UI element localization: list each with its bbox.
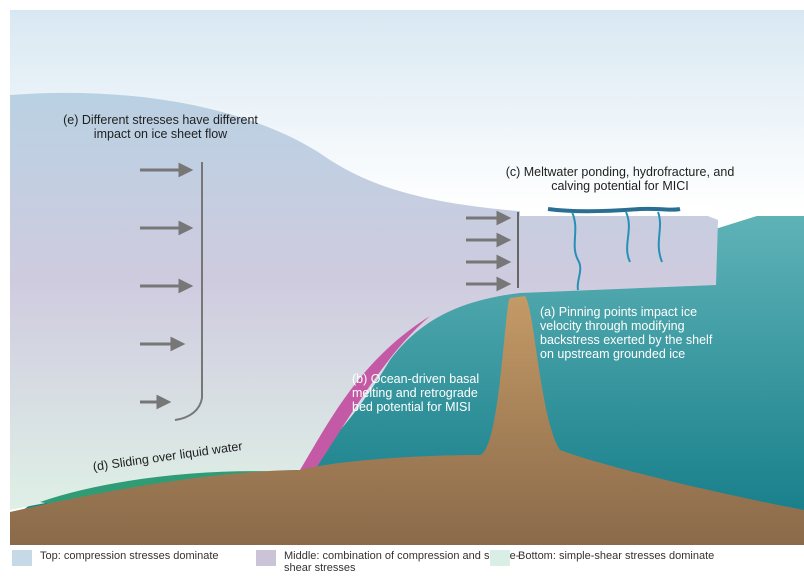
legend-text-top: Top: compression stresses dominate <box>40 550 219 562</box>
meltwater-pond <box>547 206 681 214</box>
hydrofracture-2 <box>625 211 631 263</box>
label-c: (c) Meltwater ponding, hydrofracture, an… <box>505 165 735 193</box>
label-a: (a) Pinning points impact ice velocity t… <box>540 305 713 361</box>
legend-text-bottom: Bottom: simple-shear stresses dominate <box>518 550 715 562</box>
legend-text-middle: Middle: combination of compression and s… <box>284 550 520 574</box>
basal-melt-zone <box>300 316 430 470</box>
compression-arrows-left <box>140 162 194 410</box>
legend-swatch-bottom <box>490 550 510 566</box>
compression-arrows-shelf <box>466 210 512 292</box>
legend: Top: compression stresses dominate Middl… <box>0 550 804 581</box>
bedrock <box>10 296 804 545</box>
hydrofracture-1 <box>571 211 582 291</box>
label-e: (e) Different stresses have different im… <box>63 113 258 141</box>
legend-swatch-middle <box>256 550 276 566</box>
label-b: (b) Ocean-driven basal melting and retro… <box>352 372 480 414</box>
velocity-profile-curve <box>174 162 203 421</box>
hydrofracture-3 <box>657 211 663 263</box>
ice-sheet <box>10 92 718 510</box>
ice-sheet-diagram <box>10 10 804 545</box>
legend-item-bottom: Bottom: simple-shear stresses dominate <box>490 550 758 566</box>
legend-item-middle: Middle: combination of compression and s… <box>256 550 524 574</box>
legend-swatch-top <box>12 550 32 566</box>
legend-item-top: Top: compression stresses dominate <box>12 550 280 566</box>
